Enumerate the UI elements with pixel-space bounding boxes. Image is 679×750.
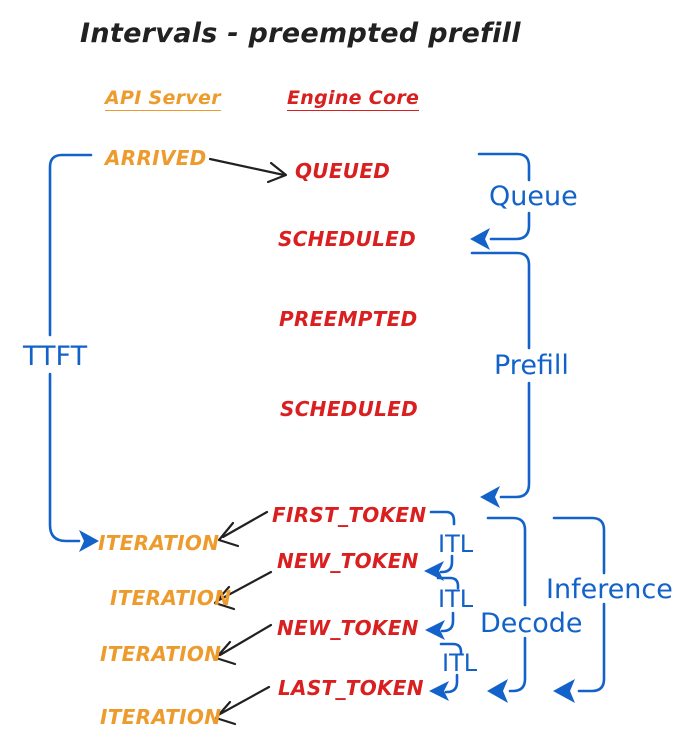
ttft-bracket	[48, 153, 99, 552]
arrow-new-token-to-iteration	[213, 570, 273, 611]
event-new-token-1: NEW_TOKEN	[277, 549, 419, 573]
prefill-arrowhead-icon	[480, 486, 500, 508]
diagram-title: Intervals - preempted prefill	[80, 18, 521, 49]
itl-arrowhead-icon	[424, 561, 444, 581]
event-first-token: FIRST_TOKEN	[272, 503, 427, 527]
interval-label-decode: Decode	[480, 608, 583, 639]
queue-arrowhead-icon	[470, 228, 490, 250]
event-arrived: ARRIVED	[105, 146, 207, 170]
interval-label-prefill: Prefill	[494, 350, 569, 381]
ttft-arrowhead-icon	[79, 530, 99, 552]
event-queued: QUEUED	[295, 159, 391, 183]
interval-label-itl-1: ITL	[438, 530, 474, 558]
event-new-token-2: NEW_TOKEN	[277, 616, 419, 640]
itl-arrowhead-icon	[425, 620, 445, 640]
itl-bracket-1	[424, 510, 456, 581]
itl-bracket-3	[429, 642, 463, 701]
event-scheduled-2: SCHEDULED	[280, 397, 419, 421]
event-last-token: LAST_TOKEN	[278, 676, 424, 700]
arrow-first-token-to-iteration	[217, 510, 269, 548]
event-iteration-1: ITERATION	[98, 531, 220, 555]
interval-label-ttft: TTFT	[23, 341, 88, 372]
arrow-last-token-to-iteration	[214, 685, 271, 726]
inference-arrowhead-icon	[553, 679, 575, 703]
column-header-api-server: API Server	[105, 87, 221, 111]
queue-bracket	[470, 152, 531, 250]
interval-label-queue: Queue	[489, 181, 578, 212]
itl-arrowhead-icon	[429, 681, 449, 701]
column-header-engine-core: Engine Core	[287, 87, 420, 111]
arrow-arrived-to-queued	[208, 157, 288, 184]
decode-bracket	[486, 516, 527, 703]
event-iteration-4: ITERATION	[100, 705, 222, 729]
interval-label-itl-3: ITL	[442, 649, 478, 677]
decode-arrowhead-icon	[487, 679, 508, 703]
event-preempted: PREEMPTED	[279, 307, 418, 331]
itl-bracket-2	[425, 576, 460, 640]
event-iteration-3: ITERATION	[100, 642, 222, 666]
inference-bracket	[552, 516, 606, 703]
event-scheduled-1: SCHEDULED	[278, 227, 417, 251]
interval-label-inference: Inference	[546, 574, 673, 605]
event-iteration-2: ITERATION	[110, 586, 232, 610]
prefill-bracket	[470, 251, 531, 508]
interval-label-itl-2: ITL	[438, 585, 474, 613]
arrow-new-token-to-iteration-2	[214, 623, 273, 666]
